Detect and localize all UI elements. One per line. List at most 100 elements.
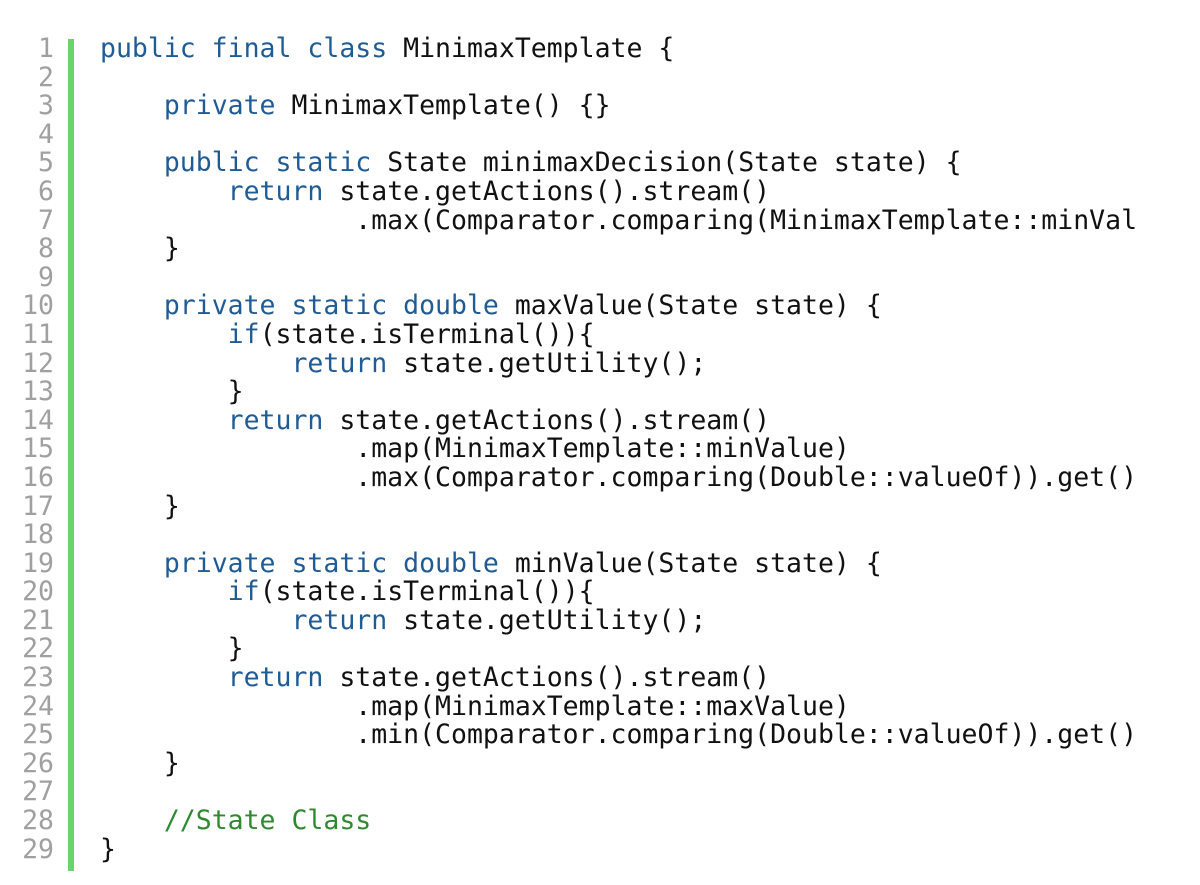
comment-token: //State Class bbox=[163, 805, 372, 837]
code-token bbox=[100, 90, 164, 121]
code-line: //State Class bbox=[100, 805, 1200, 837]
keyword-token: private bbox=[163, 90, 276, 122]
code-line: } bbox=[100, 233, 1200, 265]
code-token: } bbox=[100, 633, 244, 665]
code-line: .max(Comparator.comparing(MinimaxTemplat… bbox=[100, 206, 1200, 236]
keyword-token: public final class bbox=[100, 35, 388, 64]
keyword-token: return bbox=[291, 604, 388, 636]
code-line bbox=[100, 121, 1200, 150]
code-token: state.getActions().stream() bbox=[323, 404, 771, 436]
code-token: } bbox=[100, 233, 180, 265]
line-number: 17 bbox=[22, 490, 54, 522]
code-line: if(state.isTerminal()){ bbox=[100, 576, 1200, 608]
code-token bbox=[100, 548, 164, 579]
keyword-token: return bbox=[227, 404, 324, 436]
line-number: 10 bbox=[22, 290, 54, 322]
code-token bbox=[100, 290, 164, 321]
keyword-token: return bbox=[227, 662, 324, 694]
code-line: public static State minimaxDecision(Stat… bbox=[100, 149, 1200, 178]
keyword-token: public static bbox=[163, 147, 372, 179]
code-token: } bbox=[100, 376, 244, 408]
line-number: 21 bbox=[22, 604, 54, 636]
line-number: 3 bbox=[38, 90, 54, 122]
line-number: 7 bbox=[38, 204, 54, 236]
code-line: .map(MinimaxTemplate::maxValue) bbox=[100, 690, 1200, 722]
keyword-token: private static double bbox=[163, 290, 499, 322]
code-token: MinimaxTemplate { bbox=[387, 35, 675, 64]
code-line bbox=[100, 64, 1200, 93]
code-line: .min(Comparator.comparing(Double::valueO… bbox=[100, 720, 1200, 750]
line-number: 26 bbox=[22, 747, 54, 779]
keyword-token: if bbox=[227, 576, 260, 608]
code-line: .map(MinimaxTemplate::minValue) bbox=[100, 435, 1200, 464]
keyword-token: if bbox=[227, 318, 260, 350]
code-line: return state.getUtility(); bbox=[100, 347, 1200, 379]
code-token bbox=[100, 176, 228, 207]
code-line bbox=[100, 521, 1200, 550]
code-line: if(state.isTerminal()){ bbox=[100, 318, 1200, 350]
line-number: 9 bbox=[38, 261, 54, 293]
line-number: 4 bbox=[38, 118, 54, 150]
code-token bbox=[100, 605, 291, 636]
code-token: } bbox=[100, 490, 180, 522]
line-number: 22 bbox=[22, 633, 54, 665]
code-token: state.getUtility(); bbox=[387, 347, 707, 379]
gutter-change-bar bbox=[68, 39, 74, 871]
line-number: 13 bbox=[22, 376, 54, 408]
code-line: return state.getUtility(); bbox=[100, 604, 1200, 636]
line-number: 23 bbox=[22, 662, 54, 694]
code-area[interactable]: public final class MinimaxTemplate { pri… bbox=[100, 35, 1200, 864]
line-number: 5 bbox=[38, 147, 54, 179]
line-number: 20 bbox=[22, 576, 54, 608]
code-line: } bbox=[100, 749, 1200, 779]
line-number: 28 bbox=[22, 805, 54, 837]
code-token bbox=[100, 805, 164, 836]
code-token: } bbox=[100, 833, 116, 865]
line-number: 27 bbox=[22, 776, 54, 808]
line-number: 1 bbox=[38, 35, 54, 64]
code-token: state.getActions().stream() bbox=[323, 662, 771, 694]
code-token: minValue(State state) { bbox=[498, 547, 882, 579]
code-line: return state.getActions().stream() bbox=[100, 404, 1200, 436]
code-token: maxValue(State state) { bbox=[498, 290, 882, 322]
code-line: private static double minValue(State sta… bbox=[100, 547, 1200, 579]
line-number: 18 bbox=[22, 519, 54, 551]
line-number: 8 bbox=[38, 233, 54, 265]
code-line: } bbox=[100, 635, 1200, 664]
keyword-token: return bbox=[291, 347, 388, 379]
line-number: 25 bbox=[22, 719, 54, 751]
code-line bbox=[100, 778, 1200, 807]
code-token: .map(MinimaxTemplate::maxValue) bbox=[100, 690, 850, 722]
code-line: .max(Comparator.comparing(Double::valueO… bbox=[100, 461, 1200, 493]
line-number: 24 bbox=[22, 690, 54, 722]
code-line: public final class MinimaxTemplate { bbox=[100, 35, 1200, 64]
code-line bbox=[100, 264, 1200, 293]
line-number: 12 bbox=[22, 347, 54, 379]
code-token: State minimaxDecision(State state) { bbox=[371, 147, 962, 179]
code-token: .map(MinimaxTemplate::minValue) bbox=[100, 433, 850, 465]
code-line: return state.getActions().stream() bbox=[100, 175, 1200, 207]
code-line: } bbox=[100, 376, 1200, 408]
line-number: 29 bbox=[22, 833, 54, 865]
line-number: 2 bbox=[38, 61, 54, 93]
code-line: private static double maxValue(State sta… bbox=[100, 292, 1200, 321]
keyword-token: private static double bbox=[163, 547, 499, 579]
code-token bbox=[100, 319, 228, 350]
line-number: 6 bbox=[38, 175, 54, 207]
code-token: MinimaxTemplate() {} bbox=[275, 90, 611, 122]
code-token bbox=[100, 147, 164, 178]
code-line: private MinimaxTemplate() {} bbox=[100, 90, 1200, 122]
code-token: (state.isTerminal()){ bbox=[259, 576, 595, 608]
code-token bbox=[100, 348, 291, 379]
keyword-token: return bbox=[227, 175, 324, 207]
code-token: state.getActions().stream() bbox=[323, 175, 771, 207]
code-token bbox=[100, 405, 228, 436]
code-token bbox=[100, 576, 228, 607]
line-number: 11 bbox=[22, 318, 54, 350]
line-number: 15 bbox=[22, 433, 54, 465]
code-token: .max(Comparator.comparing(Double::valueO… bbox=[100, 461, 1138, 493]
code-token: state.getUtility(); bbox=[387, 604, 707, 636]
code-line: } bbox=[100, 833, 1200, 865]
